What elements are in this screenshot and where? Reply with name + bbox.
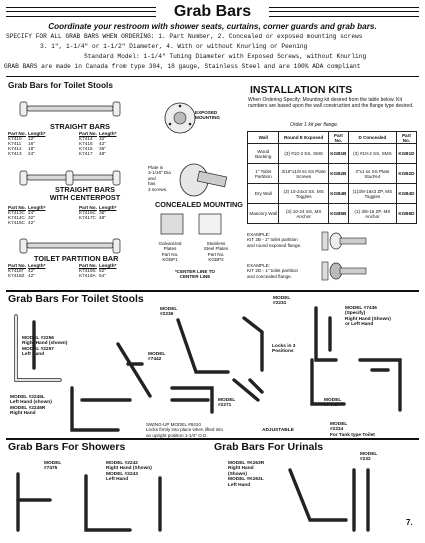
concealed-mounting-heading: CONCEALED MOUNTING	[155, 200, 243, 209]
kit-example-2: EXAMPLE: KIT 2D - 1" toilet partition an…	[247, 263, 299, 279]
model-7436-label: MODEL #7436 (Specify) Right Hand (Shown)…	[345, 306, 391, 328]
installation-kits-table: Wall Round E Exposed Part No. D Conceale…	[246, 131, 418, 224]
urinals-heading: Grab Bars For Urinals	[214, 441, 324, 453]
model-7475-label: MODEL #7475	[44, 461, 62, 472]
title-rule-right	[269, 7, 419, 17]
installation-kits-heading: INSTALLATION KITS	[250, 84, 353, 96]
title-rule-left	[6, 7, 156, 17]
kit-example-2-drawing	[321, 261, 367, 281]
page-number: 7.	[406, 518, 413, 527]
straight-bars-heading: STRAIGHT BARS	[50, 122, 110, 131]
col-length: Length*	[27, 131, 46, 136]
toilet-stools-heading: Grab Bars for Toilet Stools	[8, 80, 113, 90]
plate-note: Plate is 3-1/16" Dia and has 3 screws.	[148, 165, 171, 192]
plates-drawing	[160, 213, 222, 235]
kit-example-1-drawing	[321, 231, 367, 251]
exposed-mounting-drawing	[164, 102, 196, 134]
table-row: K7418†42"	[8, 268, 35, 273]
spec-line-4: GRAB BARS are made in Canada from type 3…	[4, 63, 361, 70]
spec-line-1: SPECIFY FOR ALL GRAB BARS WHEN ORDERING:…	[6, 33, 363, 40]
model-2236-label: MODEL #2236	[160, 307, 178, 318]
adjustable-label: ADJUSTABLE	[262, 428, 294, 433]
model-2242-label: MODEL #2242 Right Hand (Shown) MODEL #22…	[106, 461, 152, 483]
model-232-label: MODEL #232	[360, 452, 378, 463]
section-divider	[6, 290, 419, 292]
model-7442-label: MODEL #7442	[148, 352, 166, 363]
showers-heading: Grab Bars For Showers	[8, 441, 126, 453]
installation-intro: When Ordering Specify: Mounting kit desi…	[248, 97, 414, 109]
page-title-bar: Grab Bars	[6, 3, 419, 21]
partition-bar-drawing	[19, 238, 121, 254]
galvanized-plates: Galvanized Plates Part No. KGBP1	[158, 241, 182, 263]
model-7472-label: MODEL #7472	[324, 398, 342, 409]
section-divider	[6, 438, 419, 440]
exposed-mounting-label: EXPOSED MOUNTING	[195, 110, 221, 121]
model-k263-label: MODEL #K263R Right Hand (Shown) MODEL #K…	[228, 461, 265, 488]
model-2256-label: MODEL #2256 Right Hand (shown) MODEL #22…	[22, 336, 68, 358]
installation-order-note: Order 1 kit per flange.	[290, 122, 339, 128]
spec-line-3: Standard Model: 1-1/4" Tubing Diameter w…	[84, 53, 367, 60]
model-2224-label: MODEL #2224 For Tank type Toilet	[330, 422, 375, 438]
concealed-flange-drawing	[179, 163, 228, 197]
centerpost-bar-drawing	[19, 170, 121, 186]
divider	[6, 76, 419, 77]
centerpost-heading: STRAIGHT BARS WITH CENTERPOST	[49, 185, 121, 202]
center-line-note: *CENTER LINE TO CENTER LINE	[175, 269, 215, 280]
partition-heading: TOILET PARTITION BAR	[34, 254, 119, 263]
lock-note: Locks in 3 Positions	[272, 344, 296, 355]
model-2231-label: MODEL #2231	[273, 296, 291, 307]
swing-up-note: SWING-UP MODEL #8410 Locks firmly into p…	[146, 422, 224, 438]
model-2271-label: MODEL #2271	[218, 398, 236, 409]
stainless-plates: Stainless Steel Plates Part No. KGBP2	[203, 241, 229, 263]
page-title: Grab Bars	[173, 3, 252, 20]
model-2245-label: MODEL #2245L Left Hand (shown) MODEL #22…	[10, 395, 52, 417]
page-subtitle: Coordinate your restroom with shower sea…	[48, 22, 377, 31]
col-part: Part No.	[8, 131, 26, 136]
spec-line-2: 3. 1", 1-1/4" or 1-1/2" Diameter, 4. Wit…	[40, 43, 308, 50]
kit-example-1: EXAMPLE: KIT 2B - 1" toilet partition an…	[247, 232, 302, 248]
straight-bar-drawing	[19, 101, 121, 117]
toilet-section-heading: Grab Bars For Toilet Stools	[8, 293, 144, 305]
